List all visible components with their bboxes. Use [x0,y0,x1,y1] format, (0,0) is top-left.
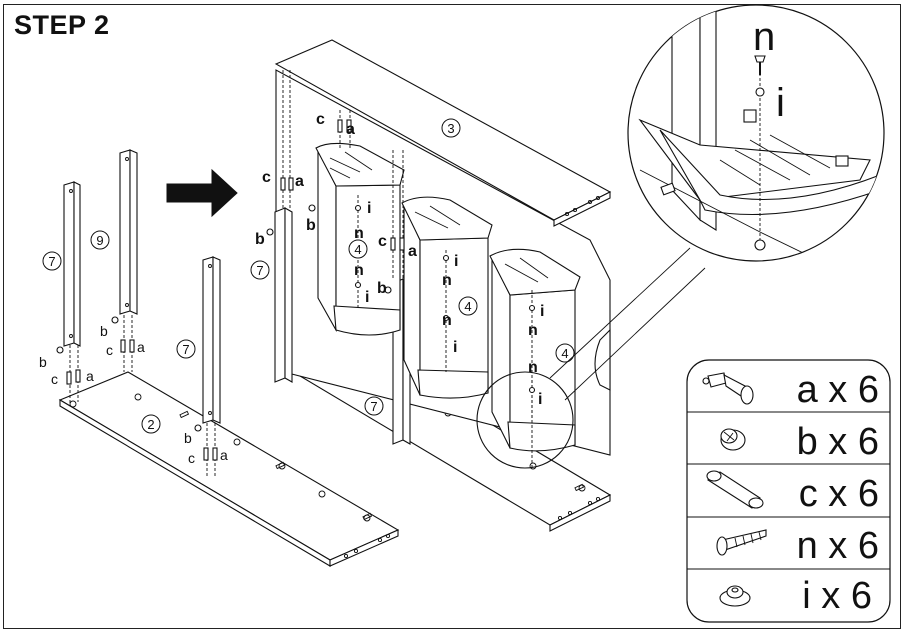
part-label-7b: 7 [182,342,189,357]
part-label-7c: 7 [256,263,263,278]
hw-label-a5: a [295,173,304,190]
hw-label-n5: n [528,322,538,339]
hw-label-n1: n [354,225,364,242]
part-label-7a: 7 [48,254,55,269]
cam-bolt-icon [702,372,754,405]
hw-label-b5: b [306,217,316,234]
front-upright-left [274,207,286,383]
hw-label-n2: n [354,262,364,279]
corner-unit-2 [401,196,493,399]
hw-label-b1: b [39,354,47,370]
hw-label-i5: i [540,303,544,320]
part-label-9: 9 [96,233,103,248]
zoom-detail: n i [627,4,885,262]
hw-label-b2: b [100,323,108,339]
part-label-4a: 4 [354,242,361,257]
hw-label-b6: b [377,280,387,297]
hw-label-a2: a [137,339,145,355]
part-label-4b: 4 [464,299,471,314]
page-frame [3,4,901,629]
legend-text-i: i x 6 [802,575,872,617]
legend-text-a: a x 6 [797,369,879,411]
hw-label-a3: a [220,447,228,463]
step-arrow-icon [166,168,238,218]
hw-label-a4: a [346,121,355,138]
upright-right [202,256,214,424]
hw-label-b3: b [184,430,192,446]
hw-label-a1: a [86,368,94,384]
part-label-3: 3 [447,121,454,136]
zoom-label-n: n [753,15,775,59]
hw-label-c4: c [316,111,325,128]
hw-label-c5: c [262,169,271,186]
hw-label-n3: n [442,272,452,289]
step-title: STEP 2 [14,10,110,40]
legend-text-b: b x 6 [797,421,879,463]
hw-label-n6: n [528,359,538,376]
cabinet-assembly: 3 4 4 4 7 7 c a c a b b c a b i n n i i [250,39,612,532]
hw-label-i2: i [365,289,369,306]
upright-middle [119,149,131,315]
hw-label-a6: a [408,243,417,260]
hw-label-i6: i [538,391,542,408]
left-assembly: 7 9 7 2 b c a b c a b c a [39,149,400,567]
corner-unit-3 [489,248,581,452]
part-label-4c: 4 [561,346,568,361]
hw-label-i1: i [367,200,371,217]
hw-label-c3: c [188,450,195,466]
hw-label-c1: c [51,371,58,387]
hw-label-n4: n [442,312,452,329]
part-label-2: 2 [147,417,154,432]
part-label-7d: 7 [370,399,377,414]
legend-text-n: n x 6 [797,525,879,567]
upright-left [63,181,75,347]
zoom-label-i: i [776,81,785,125]
hw-label-i3: i [454,253,458,270]
hardware-legend: a x 6 b x 6 c x 6 n x 6 i x 6 [686,359,891,623]
corner-unit-1 [315,142,405,336]
hw-label-i4: i [453,339,457,356]
cam-lock-icon [720,428,746,451]
wood-dowel-icon [706,470,764,509]
screw-icon [716,529,767,556]
hw-label-c6: c [378,233,387,250]
hw-label-c2: c [106,342,113,358]
washer-icon [719,585,751,607]
hw-label-b4: b [255,231,265,248]
legend-text-c: c x 6 [799,473,879,515]
detail-callout-small [476,371,574,469]
